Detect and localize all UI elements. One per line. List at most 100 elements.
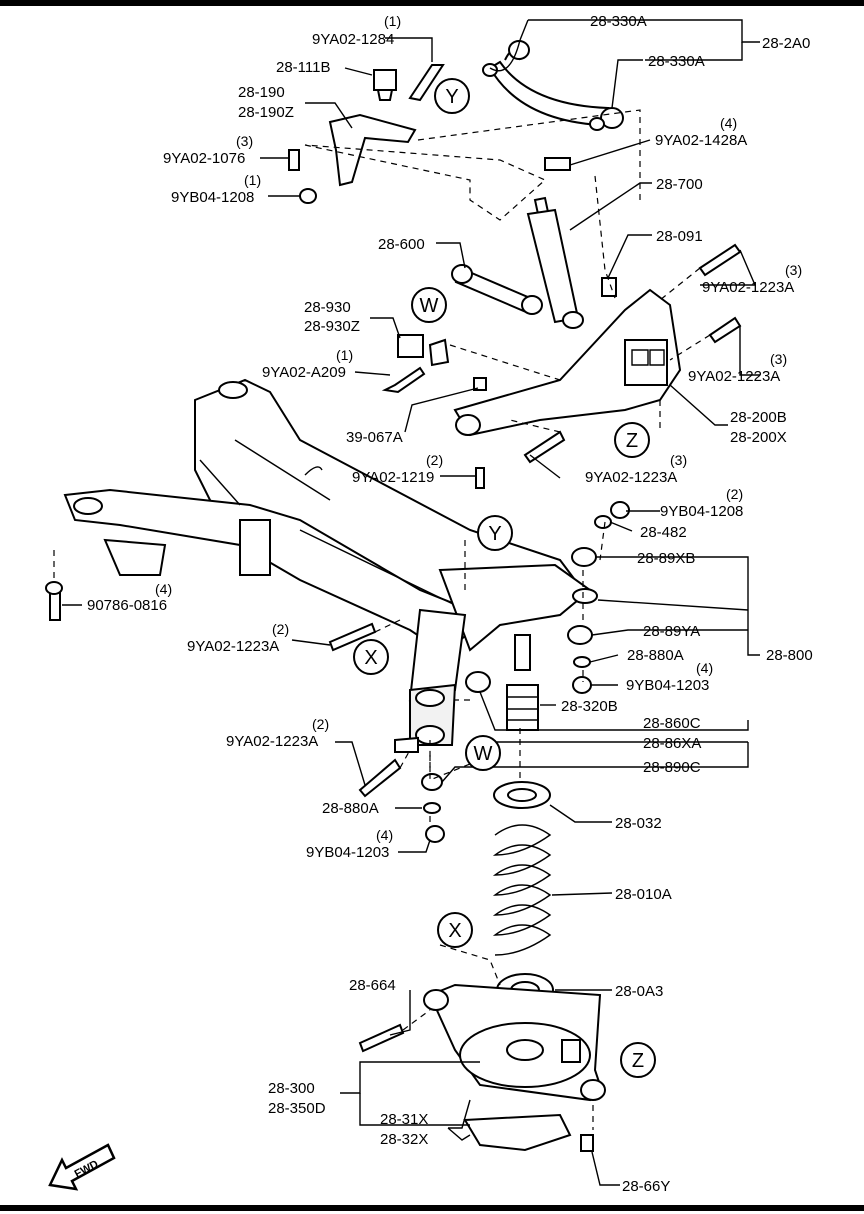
callout-9YA02-1076: 9YA02-1076 (163, 150, 245, 167)
fwd-arrow-icon: FWD (48, 1143, 116, 1191)
qty-9YA02-1428A: (4) (720, 115, 737, 131)
bottom-border (0, 1205, 864, 1211)
callout-28-664: 28-664 (349, 977, 396, 994)
callout-28-2A0: 28-2A0 (762, 35, 810, 52)
bracket (288, 64, 445, 204)
callout-28-890C: 28-890C (643, 759, 701, 776)
svg-text:W: W (420, 295, 439, 317)
callout-28-190Z: 28-190Z (238, 104, 294, 121)
coil-spring (492, 824, 552, 956)
leader-lines (62, 19, 760, 1186)
ref-marker-x-low: X (437, 912, 473, 948)
qty-9YA02-1219: (2) (426, 452, 443, 468)
callout-28-111B: 28-111B (276, 59, 331, 76)
callout-28-032: 28-032 (615, 815, 662, 832)
callout-labels: (1) 9YA02-1284 28-111B 28-190 28-190Z (3… (87, 13, 813, 1195)
qty-9YA02-1223A-l1: (2) (272, 621, 289, 637)
callout-28-330A-2: 28-330A (648, 53, 705, 70)
qty-9YA02-1223A-l2: (2) (312, 716, 329, 732)
callout-9YA02-1223A-r2: 9YA02-1223A (688, 368, 780, 385)
callout-9YB04-1208-top: 9YB04-1208 (171, 189, 254, 206)
callout-28-350D: 28-350D (268, 1100, 326, 1117)
crossmember (63, 378, 598, 753)
qty-90786-0816: (4) (155, 581, 172, 597)
callout-9YA02-1223A-r1: 9YA02-1223A (702, 279, 794, 296)
callout-9YA02-1223A-r3: 9YA02-1223A (585, 469, 677, 486)
callout-28-880A-l: 28-880A (322, 800, 379, 817)
callout-28-700: 28-700 (656, 176, 703, 193)
qty-9YB04-1203-r: (4) (696, 660, 713, 676)
qty-9YA02-1284: (1) (384, 13, 401, 29)
svg-text:Z: Z (632, 1050, 644, 1072)
callout-28-860C: 28-860C (643, 715, 701, 732)
callout-28-31X: 28-31X (380, 1111, 428, 1128)
callout-90786-0816: 90786-0816 (87, 597, 167, 614)
svg-text:W: W (474, 743, 493, 765)
callout-9YA02-1428A: 9YA02-1428A (655, 132, 747, 149)
trailing-link-bracket (453, 288, 682, 489)
svg-text:X: X (448, 920, 461, 942)
callout-28-66Y: 28-66Y (622, 1178, 670, 1195)
callout-28-32X: 28-32X (380, 1131, 428, 1148)
callout-28-89XB: 28-89XB (637, 550, 695, 567)
callout-28-86XA: 28-86XA (643, 735, 701, 752)
callout-28-330A-1: 28-330A (590, 13, 647, 30)
ref-marker-w-mid: W (465, 735, 501, 771)
callout-28-880A-r: 28-880A (627, 647, 684, 664)
top-border (0, 0, 864, 6)
callout-9YA02-1223A-l2: 9YA02-1223A (226, 733, 318, 750)
svg-text:Y: Y (488, 523, 501, 545)
ref-marker-y-mid: Y (477, 515, 513, 551)
reference-markers: Y W Z Y X W X Z (353, 78, 656, 1078)
shock-mount-set (421, 501, 630, 843)
callout-28-930Z: 28-930Z (304, 318, 360, 335)
lateral-link (451, 264, 543, 315)
upper-control-arm (482, 40, 624, 131)
svg-text:X: X (364, 647, 377, 669)
qty-9YA02-1223A-r3: (3) (670, 452, 687, 468)
qty-9YB04-1203-l: (4) (376, 827, 393, 843)
svg-text:Y: Y (445, 86, 458, 108)
qty-9YB04-1208-mid: (2) (726, 486, 743, 502)
parts-layer (45, 40, 742, 1152)
callout-9YA02-1223A-l1: 9YA02-1223A (187, 638, 279, 655)
qty-9YB04-1208-top: (1) (244, 172, 261, 188)
callout-28-0A3: 28-0A3 (615, 983, 663, 1000)
callout-9YA02-A209: 9YA02-A209 (262, 364, 346, 381)
ref-marker-y-top: Y (434, 78, 470, 114)
callout-28-200B: 28-200B (730, 409, 787, 426)
coil-spring-assembly (492, 781, 554, 1007)
bolts (45, 243, 742, 1053)
callout-28-010A: 28-010A (615, 886, 672, 903)
qty-9YA02-1223A-r1: (3) (785, 262, 802, 278)
qty-9YA02-1223A-r2: (3) (770, 351, 787, 367)
callout-9YA02-1284: 9YA02-1284 (312, 31, 394, 48)
ref-marker-w-top: W (411, 287, 447, 323)
callout-9YB04-1203-r: 9YB04-1203 (626, 677, 709, 694)
ref-marker-z-top: Z (614, 422, 650, 458)
callout-9YB04-1208-mid: 9YB04-1208 (660, 503, 743, 520)
callout-28-800: 28-800 (766, 647, 813, 664)
callout-28-482: 28-482 (640, 524, 687, 541)
callout-28-320B: 28-320B (561, 698, 618, 715)
callout-9YB04-1203-l: 9YB04-1203 (306, 844, 389, 861)
callout-28-600: 28-600 (378, 236, 425, 253)
qty-9YA02-A209: (1) (336, 347, 353, 363)
ref-marker-x-mid: X (353, 639, 389, 675)
stabilizer-bushing (381, 334, 450, 394)
callout-9YA02-1219: 9YA02-1219 (352, 469, 434, 486)
callout-39-067A: 39-067A (346, 429, 403, 446)
ref-marker-z-low: Z (620, 1042, 656, 1078)
callout-28-89YA: 28-89YA (643, 623, 700, 640)
callout-28-930: 28-930 (304, 299, 351, 316)
shock-absorber (526, 157, 617, 329)
qty-9YA02-1076: (3) (236, 133, 253, 149)
callout-28-200X: 28-200X (730, 429, 787, 446)
callout-28-091: 28-091 (656, 228, 703, 245)
svg-text:Z: Z (626, 430, 638, 452)
dashed-guides (53, 109, 711, 1130)
callout-28-300: 28-300 (268, 1080, 315, 1097)
lower-control-arm (423, 983, 606, 1152)
callout-28-190: 28-190 (238, 84, 285, 101)
